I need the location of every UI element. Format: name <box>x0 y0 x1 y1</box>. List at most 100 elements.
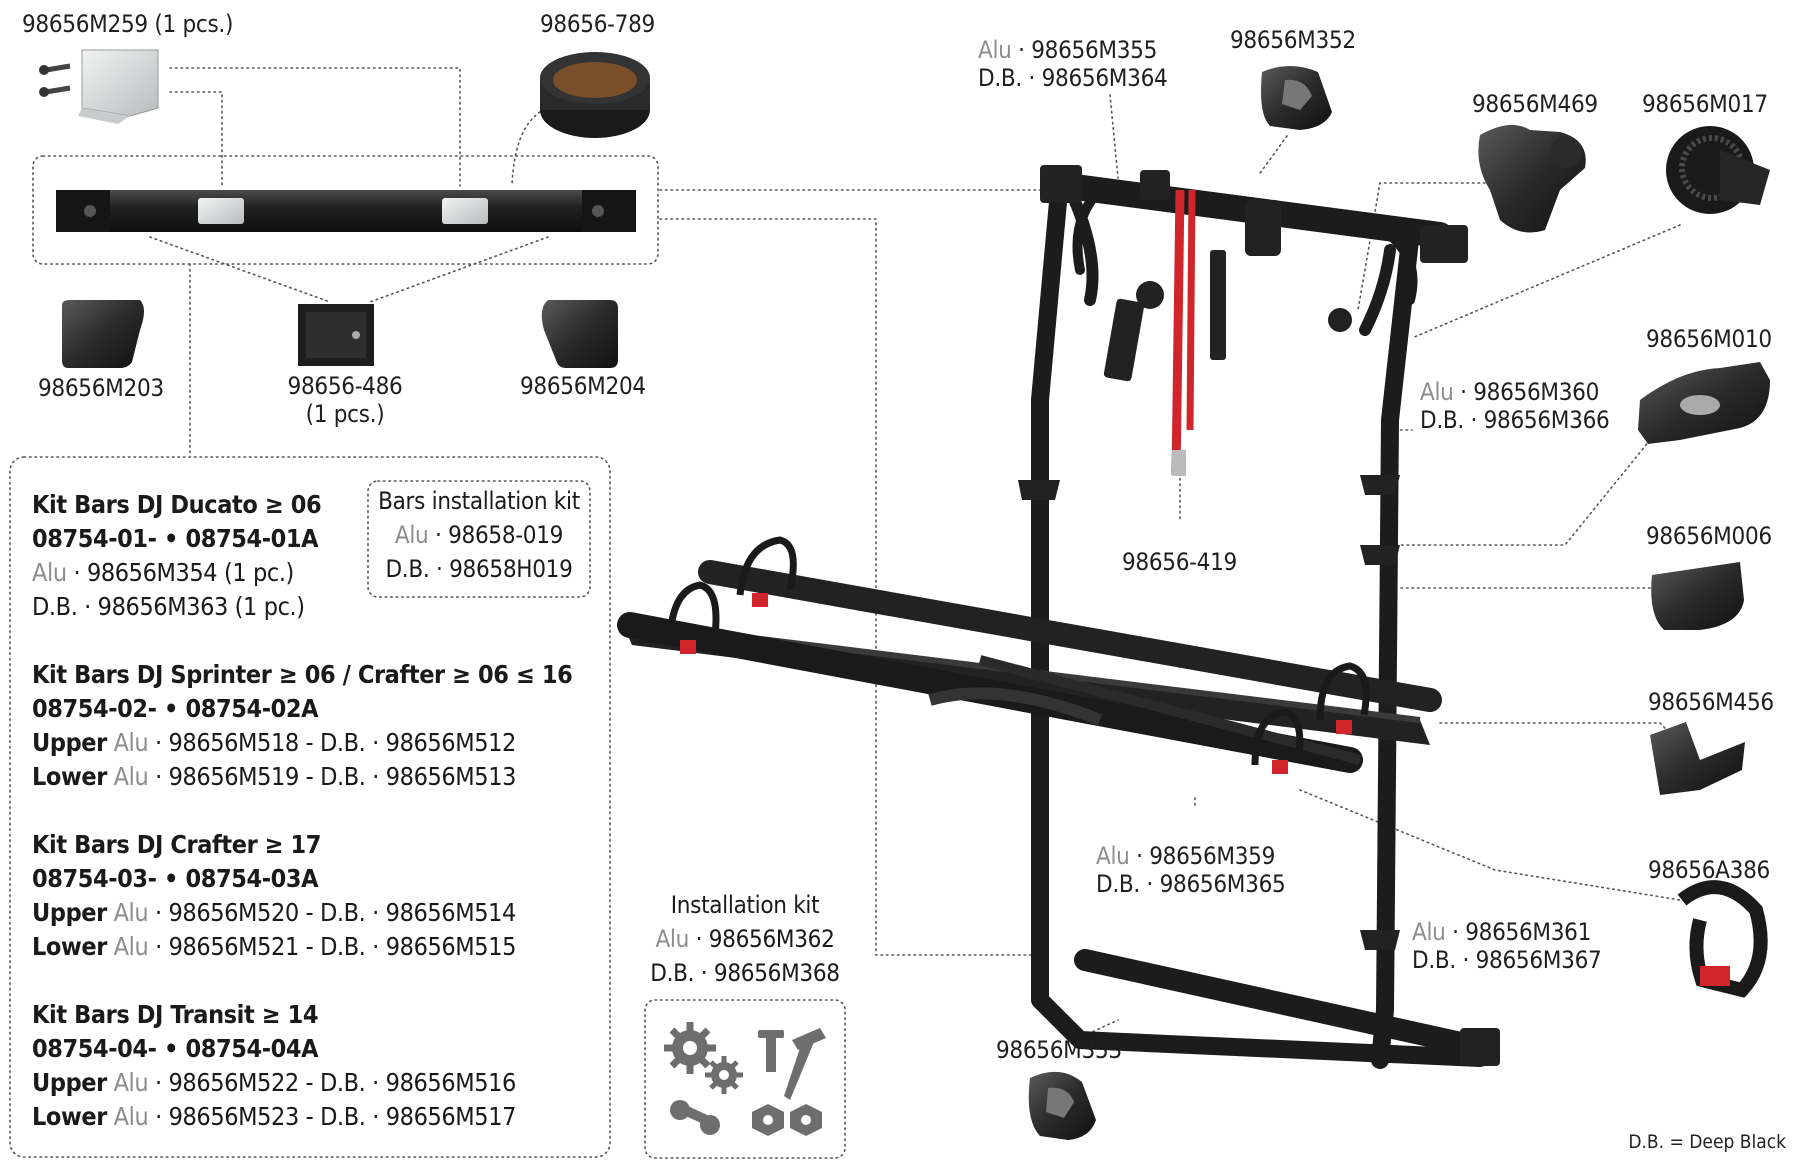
cap-part-352 <box>1261 66 1332 130</box>
kit-crafter-title: Kit Bars DJ Crafter ≥ 17 <box>32 830 322 859</box>
bars-installation-kit: Bars installation kit Alu · 98658-019 D.… <box>378 487 580 583</box>
code-355: 98656M355 <box>1031 36 1158 64</box>
bars-kit-title: Bars installation kit <box>378 487 580 515</box>
label-part-360: Alu · 98656M360 D.B. · 98656M366 <box>1420 378 1610 434</box>
label-part-469: 98656M469 <box>1472 90 1598 118</box>
install-kit-title: Installation kit <box>670 891 820 919</box>
code: 98656M522 <box>168 1068 300 1097</box>
lower-label: Lower <box>32 1102 107 1131</box>
tag-alu: Alu <box>113 1068 149 1097</box>
label-part-486-code: 98656-486 <box>287 372 403 400</box>
kit-crafter-lower: Lower Alu · 98656M521 - D.B. · 98656M515 <box>32 932 517 961</box>
kit-ducato-title: Kit Bars DJ Ducato ≥ 06 <box>32 490 322 519</box>
label-part-353: 98656M353 <box>996 1036 1122 1064</box>
tag-db: D.B. <box>319 898 366 927</box>
kit-sprinter-codes: 08754-02- • 08754-02A <box>32 694 319 723</box>
install-kit-alu: 98656M362 <box>708 925 835 953</box>
kit-transit-codes: 08754-04- • 08754-04A <box>32 1034 319 1063</box>
red-strap-part-419 <box>1171 189 1196 476</box>
code-365: 98656M365 <box>1159 870 1286 898</box>
tag-db: D.B. <box>1420 406 1464 434</box>
bike-rack-details <box>1018 165 1500 1066</box>
leader-lines <box>149 67 1689 1035</box>
label-part-204: 98656M204 <box>520 372 646 400</box>
tag-db: D.B. <box>320 1102 366 1131</box>
kit-crafter-codes: 08754-03- • 08754-03A <box>32 864 319 893</box>
label-part-359: Alu · 98656M359 D.B. · 98656M365 <box>1096 842 1286 898</box>
kit-ducato: Kit Bars DJ Ducato ≥ 06 08754-01- • 0875… <box>32 488 322 624</box>
kit-sprinter-upper: Upper Alu · 98656M518 - D.B. · 98656M512 <box>32 728 516 757</box>
code-367: 98656M367 <box>1475 946 1602 974</box>
installation-kit-icons <box>664 1022 826 1136</box>
tag-alu: Alu <box>113 728 149 757</box>
label-part-486-qty: (1 pcs.) <box>305 400 385 428</box>
kit-transit-lower: Lower Alu · 98656M523 - D.B. · 98656M517 <box>32 1102 517 1131</box>
upper-label: Upper <box>32 728 107 757</box>
tag-db: D.B. <box>320 932 366 961</box>
kit-sprinter-lower: Lower Alu · 98656M519 - D.B. · 98656M513 <box>32 762 517 791</box>
tag-db: D.B. <box>320 762 366 791</box>
installation-kit: Installation kit Alu · 98656M362 D.B. · … <box>650 891 840 987</box>
code: 98656M523 <box>168 1102 300 1131</box>
kit-transit-upper: Upper Alu · 98656M522 - D.B. · 98656M516 <box>32 1068 516 1097</box>
kit-ducato-codes: 08754-01- • 08754-01A <box>32 524 319 553</box>
label-part-419: 98656-419 <box>1122 548 1237 576</box>
upper-label: Upper <box>32 898 107 927</box>
code-366: 98656M366 <box>1483 406 1610 434</box>
kit-ducato-db: D.B. · 98656M363 (1 pc.) <box>32 592 305 621</box>
tag-db: D.B. <box>319 1068 366 1097</box>
label-part-006: 98656M006 <box>1646 522 1772 550</box>
lower-label: Lower <box>32 932 107 961</box>
kit-transit-title: Kit Bars DJ Transit ≥ 14 <box>32 1000 319 1029</box>
code: 98656M518 <box>168 728 300 757</box>
kit-sprinter: Kit Bars DJ Sprinter ≥ 06 / Crafter ≥ 06… <box>32 658 573 794</box>
label-part-259: 98656M259 (1 pcs.) <box>22 10 234 38</box>
label-part-486: 98656-486 (1 pcs.) <box>270 372 420 428</box>
cap-part-353 <box>1028 1071 1096 1140</box>
label-part-355: Alu · 98656M355 D.B. · 98656M364 <box>978 36 1168 92</box>
end-cap-part-203 <box>62 300 144 368</box>
sleeve-part-006 <box>1651 562 1744 630</box>
code-361: 98656M361 <box>1465 918 1592 946</box>
tag-alu: Alu <box>1412 918 1446 946</box>
wheel-rails <box>617 536 1442 774</box>
kit-ducato-alu: Alu · 98656M354 (1 pc.) <box>32 558 294 587</box>
tag-db: D.B. <box>650 959 695 987</box>
mounting-bar <box>56 190 636 232</box>
tag-alu: Alu <box>113 1102 149 1131</box>
kit-ducato-db-code: 98656M363 (1 pc.) <box>97 592 305 621</box>
plate-part-486 <box>298 304 374 366</box>
kit-crafter-upper: Upper Alu · 98656M520 - D.B. · 98656M514 <box>32 898 517 927</box>
lower-label: Lower <box>32 762 107 791</box>
label-part-456: 98656M456 <box>1648 688 1774 716</box>
upper-label: Upper <box>32 1068 107 1097</box>
code: 98656M515 <box>385 932 517 961</box>
tag-alu: Alu <box>394 521 429 549</box>
tag-alu: Alu <box>113 762 149 791</box>
holder-part-456 <box>1650 722 1745 795</box>
label-part-017: 98656M017 <box>1642 90 1768 118</box>
label-part-a386: 98656A386 <box>1648 856 1770 884</box>
tag-alu: Alu <box>1096 842 1130 870</box>
label-part-010: 98656M010 <box>1646 325 1772 353</box>
tag-db: D.B. <box>385 555 430 583</box>
code: 98656M521 <box>168 932 300 961</box>
kit-sprinter-title: Kit Bars DJ Sprinter ≥ 06 / Crafter ≥ 06… <box>32 660 573 689</box>
tag-alu: Alu <box>113 932 149 961</box>
holder-part-010 <box>1638 362 1770 444</box>
tag-alu: Alu <box>32 558 67 587</box>
tag-db: D.B. <box>978 64 1022 92</box>
install-kit-db: 98656M368 <box>713 959 840 987</box>
tag-db: D.B. <box>1412 946 1456 974</box>
tag-db: D.B. <box>32 592 78 621</box>
kit-transit: Kit Bars DJ Transit ≥ 14 08754-04- • 087… <box>32 998 516 1134</box>
code-359: 98656M359 <box>1149 842 1276 870</box>
cap-part-017 <box>1666 126 1770 214</box>
strap-part-a386 <box>1677 880 1768 998</box>
code: 98656M519 <box>168 762 300 791</box>
bars-kit-db: 98658H019 <box>449 555 573 583</box>
label-part-361: Alu · 98656M361 D.B. · 98656M367 <box>1412 918 1602 974</box>
code: 98656M514 <box>385 898 517 927</box>
